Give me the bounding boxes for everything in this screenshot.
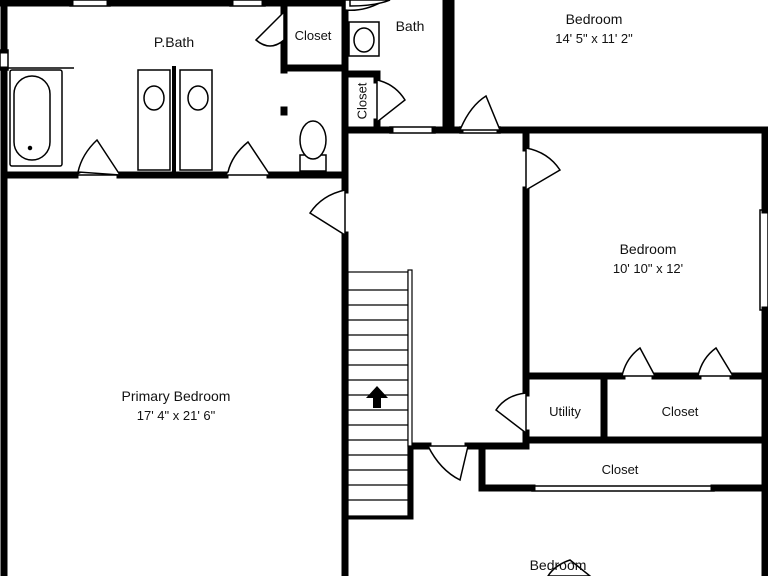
- room-label-p-bath: P.Bath: [153, 34, 195, 50]
- room-dims-bedroom-top: 14' 5" x 11' 2": [555, 31, 633, 46]
- room-label-closet-top: Closet: [294, 28, 332, 43]
- room-label-closet-utility: Closet: [661, 404, 699, 419]
- room-label-primary-bedroom: Primary Bedroom: [121, 388, 231, 404]
- room-label-bath: Bath: [395, 18, 425, 34]
- room-label-utility: Utility: [549, 404, 581, 419]
- room-dims-bedroom-mid: 10' 10" x 12': [612, 261, 684, 276]
- room-dims-primary-bedroom: 17' 4" x 21' 6": [136, 408, 216, 423]
- room-label-bedroom-bottom: Bedroom: [529, 557, 587, 573]
- fixtures: [8, 0, 391, 176]
- doors: [74, 0, 735, 576]
- room-label-closet-vertical: Closet: [354, 82, 370, 120]
- up-arrow-icon: [366, 386, 388, 408]
- windows: [0, 0, 768, 492]
- room-label-bedroom-top: Bedroom: [565, 11, 623, 27]
- room-label-closet-hall: Closet: [601, 462, 639, 477]
- room-label-bedroom-mid: Bedroom: [619, 241, 677, 257]
